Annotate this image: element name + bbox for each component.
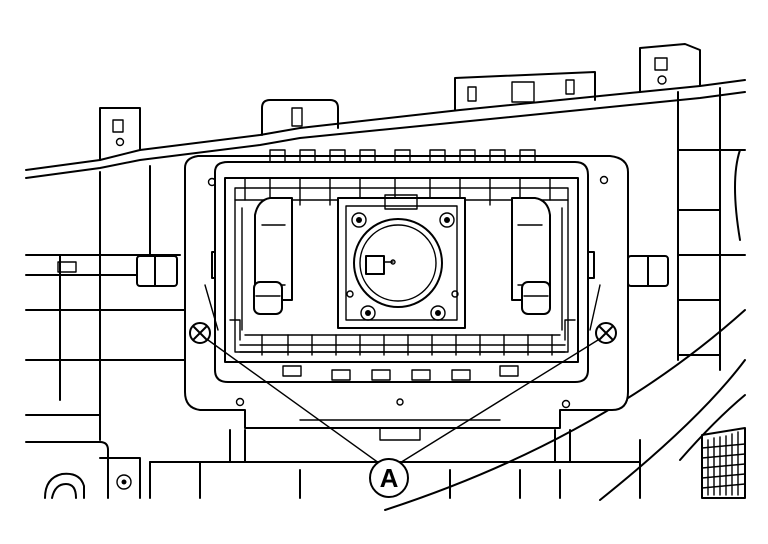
callout-leader-lines [207, 339, 599, 467]
rotary-dial [353, 218, 443, 308]
screw-right [595, 322, 617, 344]
lower-switch-row [229, 319, 576, 381]
callout-a: A [369, 458, 409, 498]
switch-housing [204, 149, 601, 383]
screw-left [189, 322, 211, 344]
callout-a-label: A [380, 463, 399, 493]
vent-grille [701, 427, 746, 499]
